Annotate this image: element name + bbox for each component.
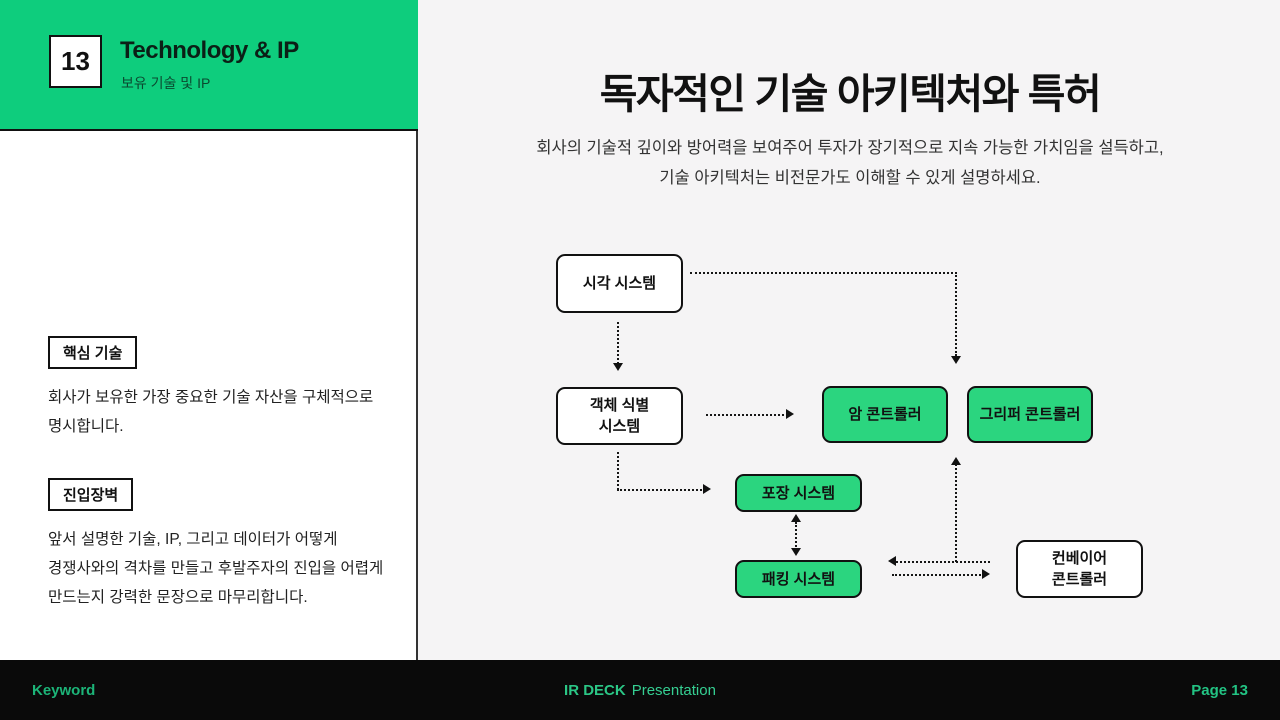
sidebar-section-core-tech: 핵심 기술 회사가 보유한 가장 중요한 기술 자산을 구체적으로 명시합니다.: [48, 336, 400, 441]
entry-barrier-tag: 진입장벽: [48, 478, 134, 511]
section-subtitle: 보유 기술 및 IP: [121, 75, 211, 91]
connector-vision-to-controllers-horizontal: [690, 272, 957, 274]
arrowhead-up-to-arm-controller: [951, 457, 961, 465]
connector-vision-to-controllers-vertical: [955, 272, 957, 356]
footer-page-number: Page 13: [1191, 681, 1248, 699]
diagram-node-packing-system: 패킹 시스템: [735, 560, 862, 598]
sidebar-section-entry-barrier: 진입장벽 앞서 설명한 기술, IP, 그리고 데이터가 어떻게 경쟁사와의 격…: [48, 478, 400, 612]
diagram-node-vision-system: 시각 시스템: [556, 254, 683, 313]
arrowhead-right-to-packaging: [703, 484, 711, 494]
diagram-node-object-recognition-system: 객체 식별 시스템: [556, 387, 683, 445]
page-subtitle-line1: 회사의 기술적 깊이와 방어력을 보여주어 투자가 장기적으로 지속 가능한 가…: [536, 139, 1164, 157]
arrowhead-right-to-conveyor: [982, 569, 990, 579]
footer-bar: Keyword IR DECK Presentation Page 13: [0, 660, 1280, 720]
connector-object-to-packaging-vertical: [617, 452, 619, 490]
page-subtitle-line2: 기술 아키텍처는 비전문가도 이해할 수 있게 설명하세요.: [659, 169, 1041, 187]
arrowhead-down-to-object: [613, 363, 623, 371]
footer-deck-title-regular: Presentation: [631, 681, 716, 699]
diagram-node-packaging-system: 포장 시스템: [735, 474, 862, 512]
connector-conveyor-to-packing: [896, 561, 990, 563]
footer-deck-title-bold: IR DECK: [564, 681, 626, 699]
connector-vision-to-object: [617, 322, 619, 364]
core-tech-tag: 핵심 기술: [48, 336, 138, 369]
sidebar-header: 13 Technology & IP 보유 기술 및 IP: [0, 0, 418, 131]
arrowhead-left-to-packing: [888, 556, 896, 566]
diagram-node-gripper-controller: 그리퍼 콘트롤러: [967, 386, 1093, 443]
diagram-node-conveyor-controller: 컨베이어 콘트롤러: [1016, 540, 1143, 598]
footer-keyword: Keyword: [32, 681, 96, 699]
page-title: 독자적인 기술 아키텍처와 특허: [599, 71, 1102, 117]
arrowhead-down-to-packing: [791, 548, 801, 556]
slide-number: 13: [61, 46, 90, 76]
connector-object-to-arm: [706, 414, 788, 416]
connector-packaging-packing-bidirectional: [795, 522, 797, 550]
slide-number-badge: 13: [49, 35, 102, 88]
section-title: Technology & IP: [120, 37, 299, 64]
core-tech-body: 회사가 보유한 가장 중요한 기술 자산을 구체적으로 명시합니다.: [48, 389, 374, 435]
connector-conveyor-to-controllers-vertical: [955, 464, 957, 562]
footer-deck-title: IR DECK Presentation: [0, 660, 1280, 720]
connector-packing-to-conveyor: [892, 574, 984, 576]
arrowhead-right-to-arm: [786, 409, 794, 419]
arrowhead-up-to-packaging: [791, 514, 801, 522]
entry-barrier-body: 앞서 설명한 기술, IP, 그리고 데이터가 어떻게 경쟁사와의 격차를 만들…: [48, 531, 384, 606]
sidebar: 13 Technology & IP 보유 기술 및 IP 핵심 기술 회사가 …: [0, 0, 418, 660]
arrowhead-down-to-controllers: [951, 356, 961, 364]
page-subtitle: 회사의 기술적 깊이와 방어력을 보여주어 투자가 장기적으로 지속 가능한 가…: [440, 133, 1260, 193]
diagram-node-arm-controller: 암 콘트롤러: [822, 386, 948, 443]
connector-object-to-packaging-horizontal: [617, 489, 705, 491]
